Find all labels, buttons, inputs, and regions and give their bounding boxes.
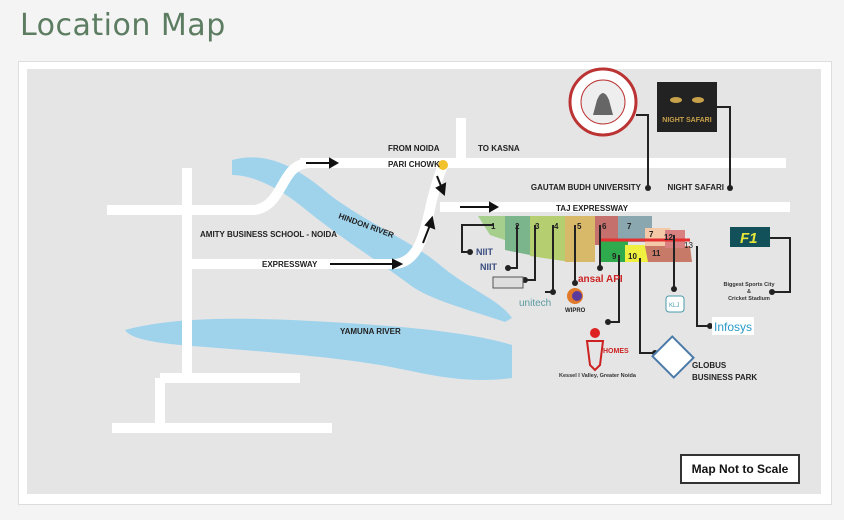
svg-text:10: 10: [628, 252, 637, 261]
taj-expressway-label: TAJ EXPRESSWAY: [556, 204, 629, 213]
svg-text:6: 6: [602, 222, 607, 231]
svg-text:GLOBUS: GLOBUS: [692, 361, 727, 370]
svg-text:F1: F1: [740, 230, 758, 247]
niit-logo-1: NIIT: [476, 247, 494, 257]
yamuna-river: [125, 318, 512, 381]
infosys-logo: Infosys: [712, 317, 754, 335]
roads: [107, 118, 790, 433]
night-safari-logo: NIGHT SAFARI: [657, 82, 717, 132]
homes-logo: HOMES Kessel I Valley, Greater Noida: [559, 328, 637, 379]
from-noida-label: FROM NOIDA: [388, 144, 440, 153]
amity-label: AMITY BUSINESS SCHOOL - NOIDA: [200, 230, 337, 239]
gautam-budh-university-logo: [568, 67, 638, 137]
night-safari-logo-text: NIGHT SAFARI: [662, 117, 711, 124]
globus-logo: GLOBUS BUSINESS PARK: [651, 335, 757, 382]
yamuna-river-label: YAMUNA RIVER: [340, 327, 401, 336]
klj-logo: KLJ: [665, 295, 685, 313]
svg-text:12: 12: [664, 233, 673, 242]
wipro-logo: WIPRO: [565, 288, 586, 314]
ansal-api-logo: ansal API: [578, 274, 623, 285]
hindon-river: [232, 157, 512, 322]
svg-text:Infosys: Infosys: [714, 320, 752, 334]
svg-text:3: 3: [535, 222, 540, 231]
to-kasna-label: TO KASNA: [478, 144, 520, 153]
gautam-budh-label: GAUTAM BUDH UNIVERSITY: [531, 183, 642, 192]
svg-text:2: 2: [515, 222, 520, 231]
svg-text:11: 11: [652, 249, 661, 258]
svg-text:Cricket Stadium: Cricket Stadium: [728, 296, 770, 302]
f1-logo: F1: [730, 227, 770, 247]
expressway-label: EXPRESSWAY: [262, 260, 318, 269]
sports-city-label: Biggest Sports City & Cricket Stadium: [723, 282, 775, 302]
pari-chowk-marker: [438, 160, 448, 170]
night-safari-label: NIGHT SAFARI: [668, 183, 724, 192]
company-logo: [492, 276, 524, 289]
svg-text:5: 5: [577, 222, 582, 231]
direction-arrows: [306, 157, 500, 270]
svg-text:HOMES: HOMES: [603, 348, 629, 355]
pari-chowk-label: PARI CHOWK: [388, 160, 440, 169]
svg-text:Biggest Sports City: Biggest Sports City: [723, 282, 775, 288]
niit-logo-2: NIIT: [480, 262, 498, 272]
svg-text:4: 4: [554, 222, 559, 231]
svg-text:1: 1: [491, 222, 496, 231]
svg-text:KLJ: KLJ: [669, 303, 679, 309]
svg-text:BUSINESS PARK: BUSINESS PARK: [692, 373, 757, 382]
svg-text:7: 7: [627, 222, 632, 231]
svg-text:&: &: [747, 289, 751, 295]
plot-area: [478, 216, 692, 262]
svg-text:13: 13: [684, 241, 693, 250]
svg-text:WIPRO: WIPRO: [565, 308, 586, 314]
plot-numbers: 1 2 3 4 5 6 7 7 9 10 11 12 13: [491, 222, 693, 261]
unitech-logo: unitech: [519, 298, 551, 309]
svg-text:7: 7: [649, 230, 654, 239]
homes-location: Kessel I Valley, Greater Noida: [559, 373, 637, 379]
page-title: Location Map: [20, 8, 226, 43]
svg-text:9: 9: [612, 252, 617, 261]
scale-note: Map Not to Scale: [680, 454, 800, 484]
